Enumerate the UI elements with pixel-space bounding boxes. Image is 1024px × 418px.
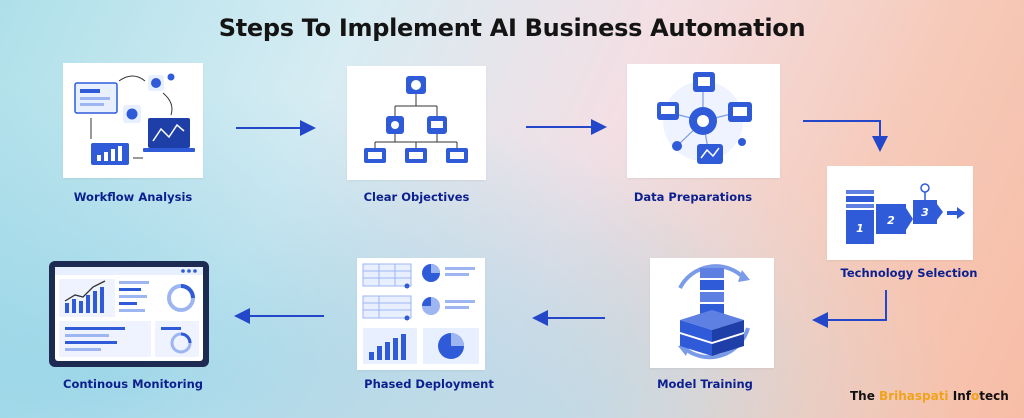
continous-monitoring-card [43,257,215,372]
monitoring-dashboard-icon [49,261,209,367]
step-label-data-preparations: Data Preparations [633,190,753,204]
tech-block-3: 3 [921,206,929,219]
hierarchy-icon [364,76,468,163]
brand-logo-text: The Brihaspati Infotech [850,389,1009,403]
page-title: Steps To Implement AI Business Automatio… [218,14,806,42]
step-label-workflow-analysis: Workflow Analysis [73,190,193,204]
data-network-icon [657,72,752,164]
tech-block-1: 1 [856,222,864,235]
brand-accent-o: o [970,389,980,403]
step-label-clear-objectives: Clear Objectives [363,190,470,204]
technology-selection-card: 1 2 3 [827,166,973,260]
brand-suffix: tech [979,389,1009,403]
step-label-model-training: Model Training [657,377,753,391]
step-label-technology-selection: Technology Selection [840,266,978,280]
brand-accent: Brihaspati [879,389,949,403]
deployment-dashboard-icon [362,263,479,364]
workflow-analysis-card [63,63,203,178]
technology-steps-icon: 1 2 3 [846,183,965,244]
step-label-continous-monitoring: Continous Monitoring [63,377,203,391]
server-stack-icon [678,264,750,360]
brand-middle: Inf [948,389,971,403]
brand-prefix: The [850,389,880,403]
clear-objectives-card [347,66,486,180]
step-label-phased-deployment: Phased Deployment [364,377,494,391]
phased-deployment-card [357,258,485,370]
tech-block-2: 2 [887,214,895,227]
model-training-card [650,258,774,368]
arrow-3-to-4 [803,120,888,152]
data-preparations-card [627,64,780,178]
workflow-analysis-icon [74,73,195,165]
arrow-4-to-5 [812,290,887,328]
